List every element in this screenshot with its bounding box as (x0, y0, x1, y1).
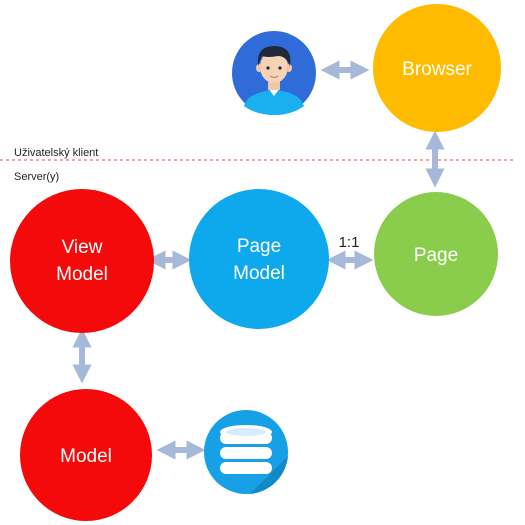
arrows (72, 60, 445, 460)
model-node-label: Model (60, 446, 112, 467)
page-model-label-line1: Page (237, 236, 281, 257)
client-zone-label: Uživatelský klient (14, 147, 98, 159)
server-zone-label: Server(y) (14, 171, 59, 183)
page-model-label-line2: Model (233, 263, 285, 284)
view-model-node: View Model (10, 189, 154, 333)
model-node: Model (20, 389, 152, 521)
view-model-label-line1: View (62, 237, 103, 258)
browser-node: Browser (373, 4, 501, 132)
browser-node-label: Browser (402, 59, 472, 80)
ratio-label: 1:1 (339, 234, 360, 251)
page-model-node: Page Model (189, 189, 329, 329)
view-model-label-line2: Model (56, 264, 108, 285)
page-node: Page (374, 192, 498, 316)
database-icon (204, 410, 288, 494)
user-avatar-icon (232, 31, 316, 115)
page-node-label: Page (414, 245, 458, 266)
